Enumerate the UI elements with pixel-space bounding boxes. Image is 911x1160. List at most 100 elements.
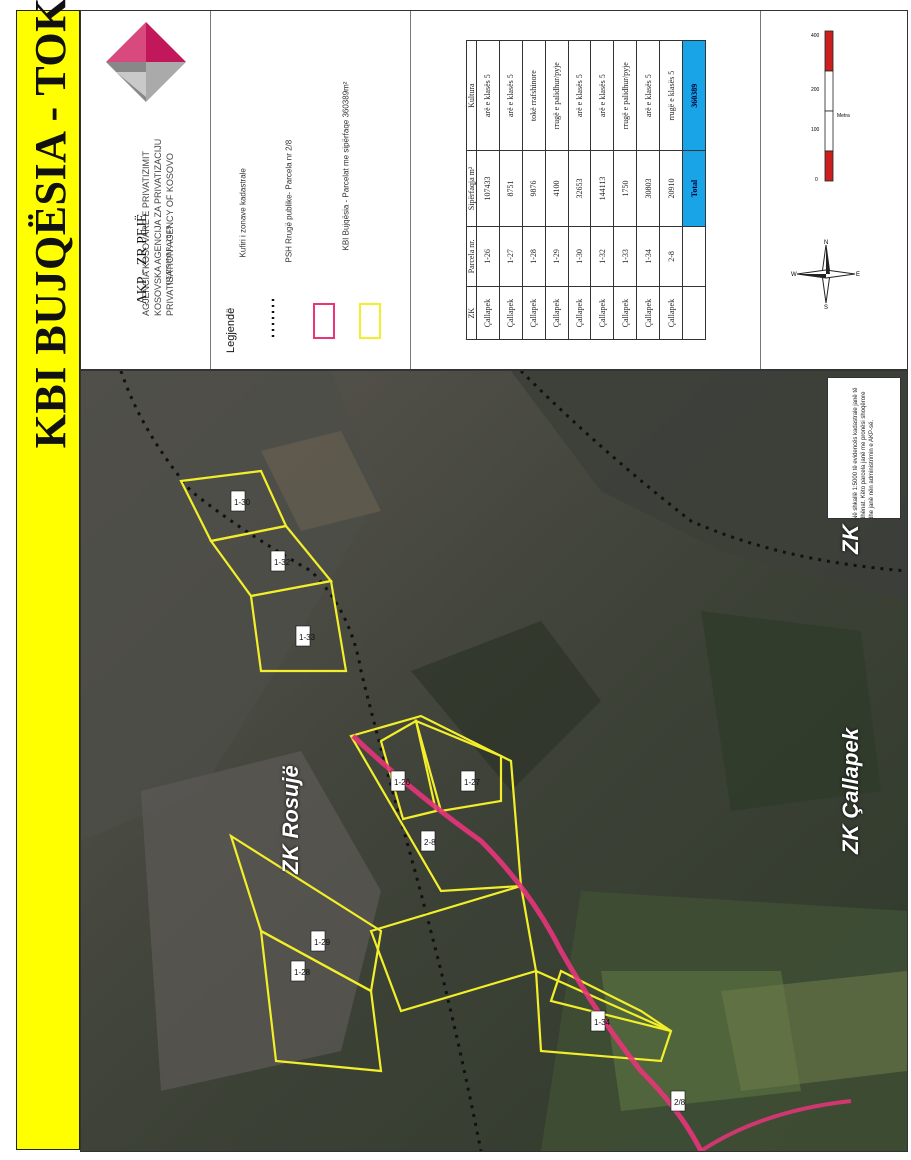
- scale-label-200: 200: [811, 87, 820, 93]
- table-cell: Çallapek: [613, 286, 637, 340]
- table-cell: arë e klasës 5: [476, 40, 499, 151]
- scale-label-400: 400: [811, 33, 820, 39]
- table-cell: tokë rrafshinore: [521, 40, 545, 151]
- table-cell: 4100: [544, 150, 568, 227]
- parcel-tag-1-27: [460, 770, 476, 792]
- total-value: 360389: [682, 40, 705, 151]
- table-cell: 2-8: [659, 226, 683, 287]
- title-band: KBI BUJQËSIA - TOKË NË ÇALLAPEK: [16, 0, 80, 1150]
- aerial-map: 1-26 1-27 1-28 1-29 1-30 1-32 1-33 1-34 …: [80, 370, 908, 1152]
- table-cell: 1-30: [567, 226, 591, 287]
- legend-item-agricultural-parcels: KBI Bujqësia - Parcelat me sipërfaqe 360…: [341, 81, 351, 251]
- public-road-symbol-icon: [313, 303, 335, 339]
- parcel-tag-1-26: [390, 770, 406, 792]
- parcel-label-1-27: 1-27: [464, 778, 481, 787]
- table-cell: Çallapek: [521, 286, 545, 340]
- road-tag: [670, 1090, 686, 1112]
- compass-e-label: E: [856, 272, 860, 278]
- legend-item-cadastral-border: Kufiri i zonave kadastrale: [238, 168, 248, 258]
- table-cell: rrugë e palidhur/pyje: [613, 40, 637, 151]
- parcel-label-1-26: 1-26: [394, 778, 411, 787]
- map-date: QERSHOR 2019: [165, 224, 173, 286]
- table-cell: Çallapek: [590, 286, 614, 340]
- table-cell: 32653: [567, 150, 591, 227]
- parcel-label-1-28: 1-28: [294, 968, 311, 977]
- table-cell: Çallapek: [659, 286, 683, 340]
- parcel-tag-1-28: [290, 960, 306, 982]
- table-cell: Çallapek: [498, 286, 522, 340]
- map-note-box: Në shkallë 1:5000 të evidencës kadastral…: [827, 377, 901, 519]
- map-note-text: Në shkallë 1:5000 të evidencës kadastral…: [853, 387, 875, 519]
- scale-label-100: 100: [811, 127, 820, 133]
- scale-unit: Metra: [837, 113, 850, 119]
- legend-item-public-road: PSH Rrugë publike- Parcela nr 2/8: [284, 139, 294, 263]
- table-cell: Çallapek: [567, 286, 591, 340]
- table-cell: 1-26: [476, 226, 499, 287]
- zone-label-callapek: ZK Çallapek: [838, 728, 863, 854]
- table-cell: 8751: [498, 150, 522, 227]
- scale-label-0: 0: [815, 177, 818, 183]
- compass-s-label: S: [824, 305, 828, 309]
- table-cell: 9876: [521, 150, 545, 227]
- parcel-tag-1-34: [590, 1010, 606, 1032]
- parcel-tag-1-30: [230, 490, 246, 512]
- agency-block: AGJENCIA KOSOVARE E PRIVATIZIMIT KOSOVSK…: [81, 11, 211, 369]
- parcel-table-wrapper: ZK Parcela nr. Sipërfaqja m² Kultura Çal…: [466, 40, 706, 340]
- agency-logo-icon: [106, 22, 186, 102]
- zone-label-rosuje: ZK Rosujë: [278, 765, 303, 874]
- table-cell: 1-32: [590, 226, 614, 287]
- table-cell: 1-33: [613, 226, 637, 287]
- table-cell: rrugë e palidhur/pyje: [544, 40, 568, 151]
- table-cell: Çallapek: [544, 286, 568, 340]
- table-cell: arë e klasës 5: [567, 40, 591, 151]
- table-cell: Çallapek: [476, 286, 499, 340]
- table-total-row: Total 360389: [682, 40, 705, 340]
- road-label: 2/8: [674, 1098, 686, 1107]
- table-cell: 1-29: [544, 226, 568, 287]
- parcel-tag-1-32: [270, 550, 286, 572]
- page-title: KBI BUJQËSIA - TOKË NË ÇALLAPEK: [26, 0, 75, 449]
- office-name: AKP - ZR PEJË: [135, 213, 150, 305]
- table-cell: 1-34: [636, 226, 660, 287]
- legend: Legjendë Kufiri i zonave kadastrale PSH …: [211, 11, 411, 369]
- parcel-label-1-34: 1-34: [594, 1018, 611, 1027]
- parcel-label-1-32: 1-32: [274, 558, 291, 567]
- north-arrow-icon: N S E W: [791, 240, 860, 309]
- parcel-label-1-29: 1-29: [314, 938, 331, 947]
- parcel-label-1-33: 1-33: [299, 633, 316, 642]
- table-cell: Çallapek: [636, 286, 660, 340]
- table-cell: rrugë e klasës 5: [659, 40, 683, 151]
- north-scale-block: N S E W 0 100 200 400 Metra: [761, 11, 907, 369]
- table-cell: 107433: [476, 150, 499, 227]
- parcel-table: ZK Parcela nr. Sipërfaqja m² Kultura Çal…: [466, 40, 706, 340]
- table-header-parcel-nr: Parcela nr.: [466, 226, 476, 287]
- table-cell: arë e klasës 5: [498, 40, 522, 151]
- table-cell: 30803: [636, 150, 660, 227]
- table-cell: arë e klasës 5: [636, 40, 660, 151]
- total-label: Total: [682, 150, 705, 227]
- parcel-tag-1-29: [310, 930, 326, 952]
- table-cell: [682, 226, 705, 287]
- compass-n-label: N: [824, 240, 828, 246]
- parcel-tag-2-8: [420, 830, 436, 852]
- table-header-area: Sipërfaqja m²: [466, 150, 476, 227]
- agency-name-serbian: KOSOVSKA AGENCIJA ZA PRIVATIZACIJU: [153, 138, 163, 316]
- table-header-zk: ZK: [466, 286, 476, 340]
- table-cell: 144113: [590, 150, 614, 227]
- compass-w-label: W: [791, 272, 797, 278]
- info-panel: AGJENCIA KOSOVARE E PRIVATIZIMIT KOSOVSK…: [80, 10, 908, 370]
- table-cell: 1-27: [498, 226, 522, 287]
- cadastral-border-symbol-icon: [271, 299, 275, 339]
- table-header-culture: Kultura: [466, 40, 476, 151]
- table-cell: [682, 286, 705, 340]
- parcel-label-1-30: 1-30: [234, 498, 251, 507]
- table-cell: 20910: [659, 150, 683, 227]
